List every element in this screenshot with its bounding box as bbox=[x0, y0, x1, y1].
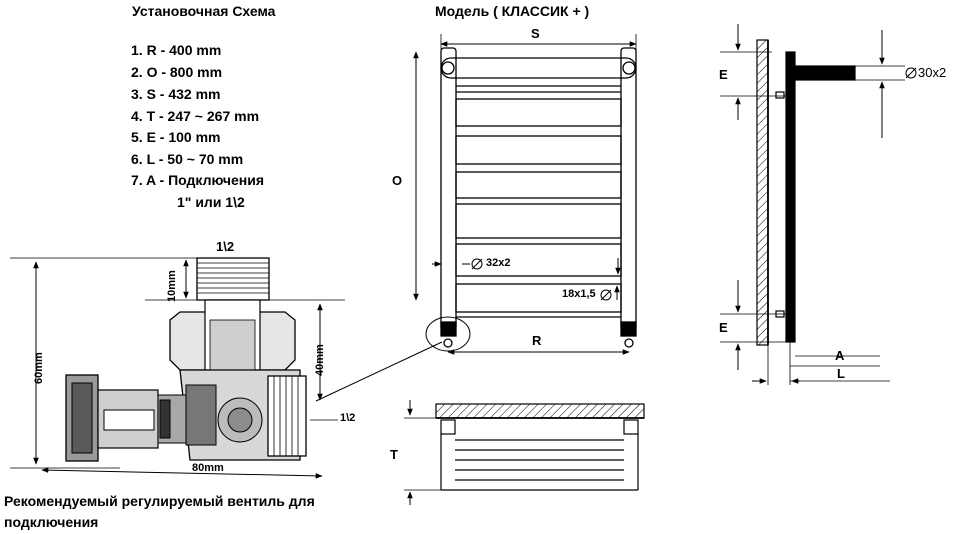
spec-item: 3. S - 432 mm bbox=[131, 86, 221, 102]
dim-e-bottom-label: E bbox=[719, 320, 728, 335]
bar-diameter-label: 18x1,5 bbox=[562, 288, 596, 300]
valve-dim-60: 60mm bbox=[33, 352, 45, 384]
dim-r-label: R bbox=[532, 333, 542, 348]
spec-item: 7. A - Подключения bbox=[131, 172, 265, 188]
page-title: Установочная Схема bbox=[132, 3, 276, 19]
spec-item: 6. L - 50 ~ 70 mm bbox=[131, 151, 244, 167]
spec-item: 2. O - 800 mm bbox=[131, 64, 223, 80]
dim-o-label: O bbox=[392, 173, 403, 188]
top-view bbox=[404, 400, 645, 505]
spec-item: 4. T - 247 ~ 267 mm bbox=[131, 108, 260, 124]
front-view bbox=[315, 34, 637, 402]
dim-a-label: A bbox=[835, 348, 845, 363]
valve-drawing bbox=[10, 257, 345, 479]
dim-l-label: L bbox=[837, 366, 845, 381]
dim-s-label: S bbox=[531, 26, 540, 41]
pipe-diameter-label: 32x2 bbox=[486, 257, 511, 269]
dim-t-label: T bbox=[390, 447, 398, 462]
spec-item: 1. R - 400 mm bbox=[131, 42, 222, 58]
valve-dim-10: 10mm bbox=[166, 270, 178, 302]
valve-caption: Рекомендуемый регулируемый вентиль для п… bbox=[4, 493, 315, 530]
dim-e-top-label: E bbox=[719, 67, 728, 82]
bracket-diameter-label: 30x2 bbox=[918, 65, 947, 80]
valve-dim-40: 40mm bbox=[314, 344, 326, 376]
side-view bbox=[720, 24, 917, 385]
valve-side-thread-label: 1\2 bbox=[340, 412, 356, 424]
model-title: Модель ( КЛАССИК + ) bbox=[435, 3, 590, 19]
valve-dim-80: 80mm bbox=[192, 462, 224, 474]
spec-item: 1" или 1\2 bbox=[177, 194, 245, 210]
valve-top-thread-label: 1\2 bbox=[216, 239, 235, 254]
spec-item: 5. E - 100 mm bbox=[131, 129, 221, 145]
